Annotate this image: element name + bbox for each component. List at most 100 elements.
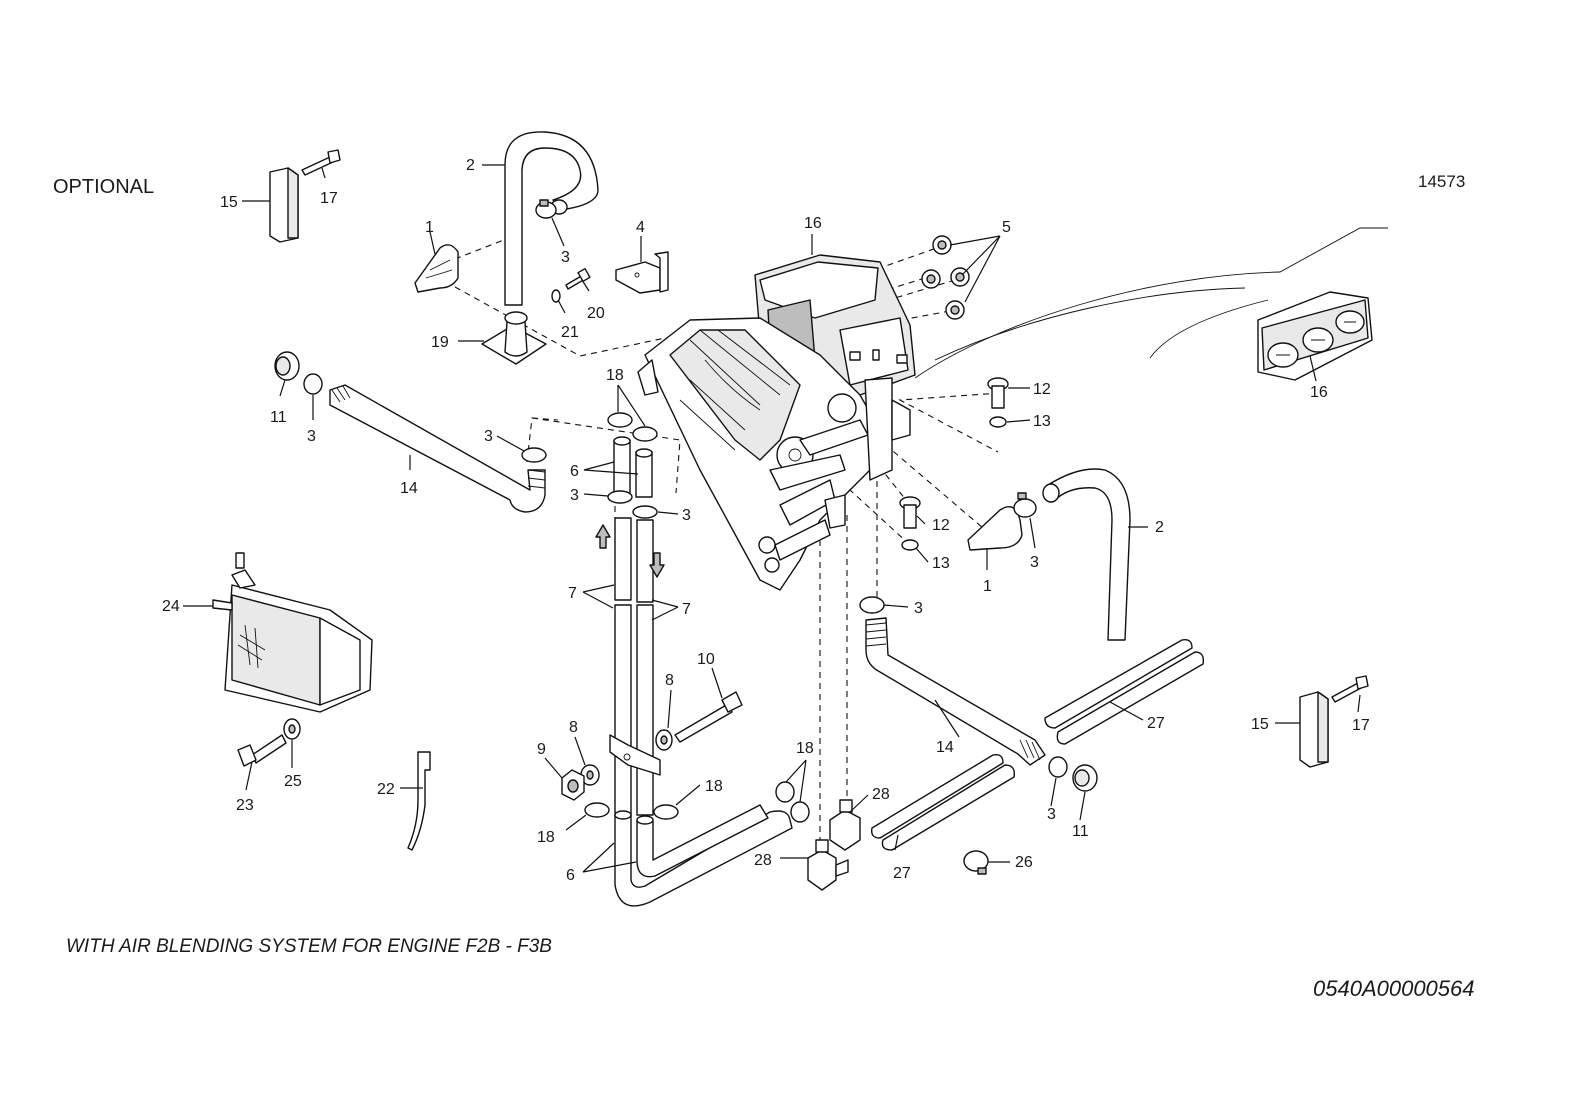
hose-clamp-18-low-a xyxy=(584,802,610,818)
grommet-5-set xyxy=(921,235,970,320)
callout-6: 6 xyxy=(570,463,579,480)
hose-clamp-18-low-c xyxy=(775,781,810,823)
callout-7: 7 xyxy=(682,601,691,618)
hose-clamp-3-mid-b xyxy=(632,505,658,519)
bolt-23 xyxy=(237,734,287,767)
control-cable-lines xyxy=(914,227,1388,379)
callout-4: 4 xyxy=(636,219,645,236)
callout-11: 11 xyxy=(1072,823,1089,840)
callout-15: 15 xyxy=(1251,716,1269,733)
callout-9: 9 xyxy=(537,741,546,758)
fitting-28-upper xyxy=(829,799,861,851)
hose-bracket xyxy=(609,734,661,776)
screw-17-right xyxy=(1331,675,1369,703)
callout-17: 17 xyxy=(1352,717,1370,734)
screw-12-upper xyxy=(987,377,1009,409)
hose-27-lower xyxy=(870,753,1015,851)
hose-clamp-3-pipe14 xyxy=(521,447,547,463)
leader-lines xyxy=(183,164,1361,873)
grommet-11-left xyxy=(274,351,300,381)
callout-15: 15 xyxy=(220,194,238,211)
switch-15-top-left xyxy=(269,167,299,243)
pipe-14-left xyxy=(329,384,546,513)
control-panel-16 xyxy=(1257,291,1373,381)
washer-25 xyxy=(283,718,301,740)
callout-25: 25 xyxy=(284,773,302,790)
callout-1: 1 xyxy=(983,578,992,595)
callout-21: 21 xyxy=(561,324,579,341)
callout-13: 13 xyxy=(1033,413,1051,430)
callout-14: 14 xyxy=(400,480,418,497)
callout-5: 5 xyxy=(1002,219,1011,236)
flow-up-arrow xyxy=(595,524,611,549)
optional-label: OPTIONAL xyxy=(53,176,154,198)
callout-23: 23 xyxy=(236,797,254,814)
hose-clamp-3-top xyxy=(535,199,557,219)
air-outlet-19 xyxy=(481,311,547,365)
callout-18: 18 xyxy=(606,367,624,384)
hose-6-upper xyxy=(613,436,653,498)
air-nozzle-1-top xyxy=(414,244,459,293)
callout-8: 8 xyxy=(569,719,578,736)
hose-clamp-18-top-b xyxy=(632,426,658,442)
callout-2: 2 xyxy=(1155,519,1164,536)
bolt-10 xyxy=(674,691,743,743)
washer-8-right xyxy=(655,729,673,751)
callout-18: 18 xyxy=(537,829,555,846)
washer-13-upper xyxy=(989,416,1007,428)
callout-11: 11 xyxy=(270,409,287,426)
callout-18: 18 xyxy=(796,740,814,757)
callout-14: 14 xyxy=(936,739,954,756)
callout-26: 26 xyxy=(1015,854,1033,871)
switch-15-right xyxy=(1299,691,1329,768)
callout-3: 3 xyxy=(570,487,579,504)
callout-3: 3 xyxy=(1030,554,1039,571)
drawing-code: 0540A00000564 xyxy=(1313,976,1475,1001)
callout-2: 2 xyxy=(466,157,475,174)
air-nozzle-1-right xyxy=(967,506,1023,551)
callout-3: 3 xyxy=(484,428,493,445)
callout-3: 3 xyxy=(307,428,316,445)
callout-19: 19 xyxy=(431,334,449,351)
hose-clamp-3-left xyxy=(303,373,323,395)
callout-17: 17 xyxy=(320,190,338,207)
callout-28: 28 xyxy=(872,786,890,803)
nut-9 xyxy=(561,769,585,801)
cable-tie-22 xyxy=(407,751,431,851)
screw-12-lower xyxy=(899,496,921,529)
hose-6-lower xyxy=(614,804,793,907)
washer-13-lower xyxy=(901,539,919,551)
callout-28: 28 xyxy=(754,852,772,869)
hose-clamp-3-mid-a xyxy=(607,490,633,504)
hose-clamp-3-right xyxy=(1013,492,1037,518)
heater-unit-assembly xyxy=(637,254,916,591)
hose-clamp-18-top-a xyxy=(607,412,633,428)
screw-17-top-left xyxy=(301,149,341,176)
callout-8: 8 xyxy=(665,672,674,689)
grommet-11-right xyxy=(1072,764,1098,792)
callout-7: 7 xyxy=(568,585,577,602)
callout-27: 27 xyxy=(1147,715,1165,732)
bracket-4 xyxy=(615,251,669,294)
washer-21 xyxy=(551,289,561,303)
callout-16: 16 xyxy=(1310,384,1328,401)
callout-12: 12 xyxy=(932,517,950,534)
hose-clamp-26 xyxy=(963,850,989,875)
callout-27: 27 xyxy=(893,865,911,882)
callout-10: 10 xyxy=(697,651,715,668)
hose-clamp-18-low-b xyxy=(653,804,679,820)
callout-numbers: 2 1 3 4 16 5 15 17 19 20 21 11 3 3 14 18… xyxy=(162,157,1370,884)
hose-27-right xyxy=(1044,638,1205,745)
callout-3: 3 xyxy=(914,600,923,617)
callout-16: 16 xyxy=(804,215,822,232)
callout-3: 3 xyxy=(682,507,691,524)
hose-elbow-2-right xyxy=(1042,468,1131,641)
callout-20: 20 xyxy=(587,305,605,322)
module-24 xyxy=(212,552,373,713)
callout-6: 6 xyxy=(566,867,575,884)
callout-12: 12 xyxy=(1033,381,1051,398)
callout-13: 13 xyxy=(932,555,950,572)
callout-24: 24 xyxy=(162,598,180,615)
pipe-14-right xyxy=(865,617,1046,766)
